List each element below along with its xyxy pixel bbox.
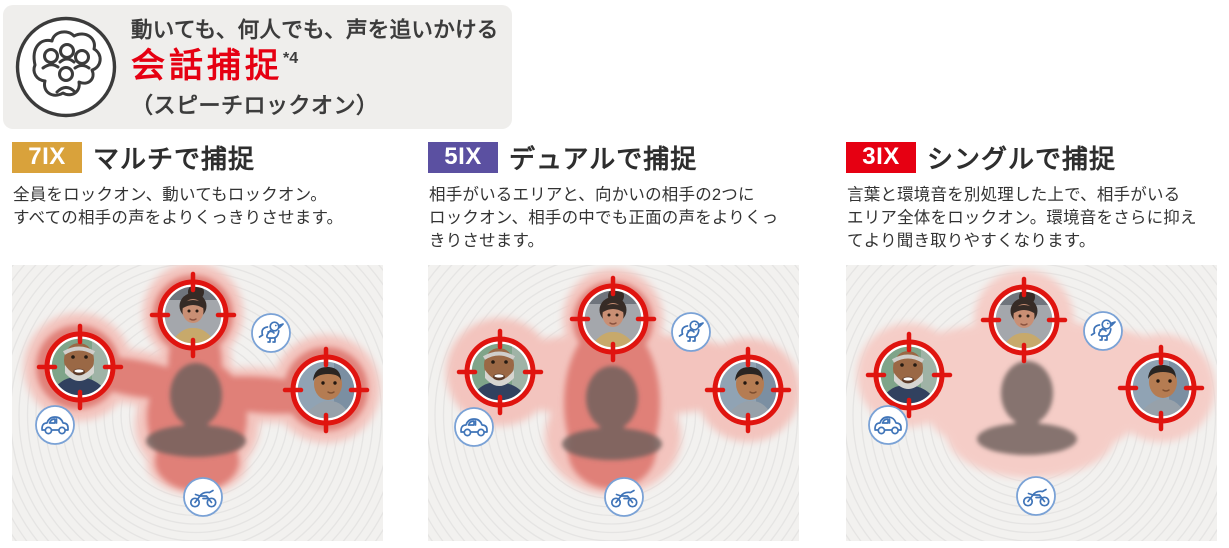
mode-header: 5IX デュアルで捕捉	[428, 141, 800, 174]
car-icon	[454, 407, 494, 447]
bird-icon	[1083, 311, 1123, 351]
motorcycle-icon	[604, 477, 644, 517]
feature-header-text: 動いても、何人でも、声を追いかける 会話捕捉*4 （スピーチロックオン）	[131, 18, 506, 120]
car-icon	[35, 405, 75, 445]
bird-icon	[251, 313, 291, 353]
mode-description-multi: 全員をロックオン、動いてもロックオン。 すべての相手の声をよりくっきりさせます。	[13, 186, 344, 228]
mode-column-dual: 5IX デュアルで捕捉 相手がいるエリアと、向かいの相手の2つに ロックオン、相…	[428, 141, 800, 541]
mode-header: 7IX マルチで捕捉	[12, 141, 384, 174]
motorcycle-icon	[183, 477, 223, 517]
model-badge-7ix: 7IX	[12, 141, 82, 173]
model-badge-5ix: 5IX	[428, 141, 498, 173]
feature-tagline: 動いても、何人でも、声を追いかける	[131, 18, 499, 42]
car-icon	[868, 405, 908, 445]
mode-description-dual: 相手がいるエリアと、向かいの相手の2つに ロックオン、相手の中でも正面の声をより…	[429, 186, 779, 251]
mode-title-multi: マルチで捕捉	[93, 143, 256, 174]
motorcycle-icon	[1016, 476, 1056, 516]
feature-header: 動いても、何人でも、声を追いかける 会話捕捉*4 （スピーチロックオン）	[3, 5, 512, 129]
footnote-ref: *4	[283, 49, 299, 67]
conversation-group-icon	[14, 15, 118, 119]
mode-header: 3IX シングルで捕捉	[846, 141, 1218, 174]
feature-title: 会話捕捉	[131, 46, 283, 85]
mode-title-dual: デュアルで捕捉	[509, 143, 698, 174]
capture-scene-multi	[12, 265, 383, 541]
mode-description-single: 言葉と環境音を別処理した上で、相手がいる エリア全体をロックオン。環境音をさらに…	[847, 186, 1197, 251]
mode-title-single: シングルで捕捉	[927, 143, 1117, 174]
model-badge-3ix: 3IX	[846, 141, 916, 173]
feature-subtitle: （スピーチロックオン）	[131, 92, 379, 118]
bird-icon	[671, 312, 711, 352]
capture-scene-dual	[428, 265, 799, 541]
mode-column-single: 3IX シングルで捕捉 言葉と環境音を別処理した上で、相手がいる エリア全体をロ…	[846, 141, 1218, 541]
mode-column-multi: 7IX マルチで捕捉 全員をロックオン、動いてもロックオン。 すべての相手の声を…	[12, 141, 384, 541]
capture-scene-single	[846, 265, 1217, 541]
